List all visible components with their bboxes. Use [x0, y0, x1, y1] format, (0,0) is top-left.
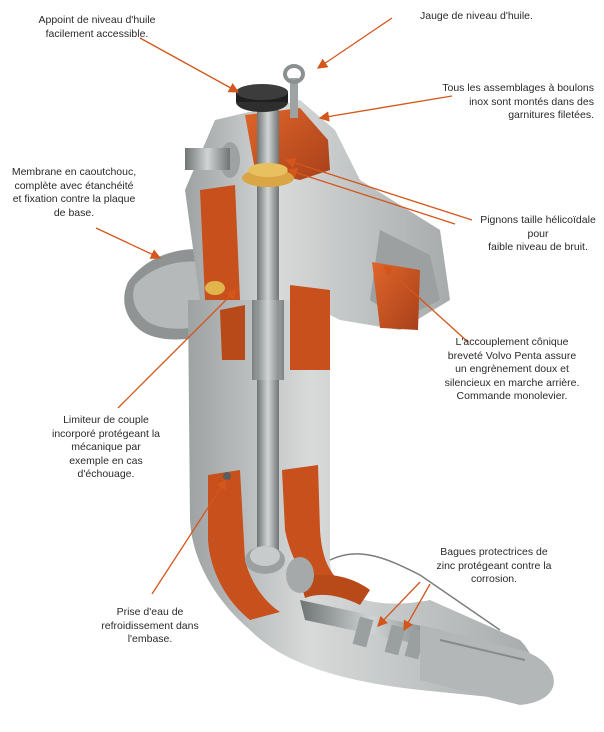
- label-membrane: Membrane en caoutchouc, complète avec ét…: [11, 166, 137, 219]
- label-bolts: Tous les assemblages à boulons inox sont…: [442, 82, 594, 121]
- arrow-bolts: [318, 95, 453, 122]
- label-torque-limiter: Limiteur de couple incorporé protégeant …: [52, 414, 160, 480]
- label-coupling: L'accouplement cônique breveté Volvo Pen…: [444, 336, 580, 402]
- label-zinc-rings: Bagues protectrices de zinc protégeant c…: [436, 546, 552, 585]
- upper-bevel-gears: [185, 142, 294, 295]
- dipstick-ring: [283, 64, 305, 118]
- propeller-hub: [420, 625, 554, 705]
- arrow-coupling: [383, 265, 469, 343]
- vertical-drive-shaft: [252, 110, 284, 570]
- label-dipstick: Jauge de niveau d'huile.: [420, 10, 533, 22]
- arrow-zinc-1: [377, 581, 421, 627]
- leader-arrows: [95, 17, 473, 632]
- lower-gears-prop-shaft: [245, 546, 445, 650]
- arrow-pinions-1: [284, 157, 473, 221]
- arrow-torque-limiter: [117, 289, 237, 409]
- label-pinions: Pignons taille hélicoïdale pour faible n…: [480, 214, 596, 253]
- arrow-membrane: [95, 227, 162, 259]
- arrow-pinions-2: [286, 167, 456, 225]
- arrow-zinc-2: [403, 583, 431, 632]
- label-water-intake: Prise d'eau de refroidissement dans l'em…: [101, 606, 199, 645]
- arrow-dipstick: [316, 17, 393, 69]
- label-oil-access: Appoint de niveau d'huile facilement acc…: [38, 14, 156, 40]
- arrow-water-intake: [151, 478, 227, 595]
- water-intake-hole: [223, 472, 231, 480]
- oil-filler-cap: [236, 84, 288, 112]
- arrow-oil-access: [139, 37, 240, 93]
